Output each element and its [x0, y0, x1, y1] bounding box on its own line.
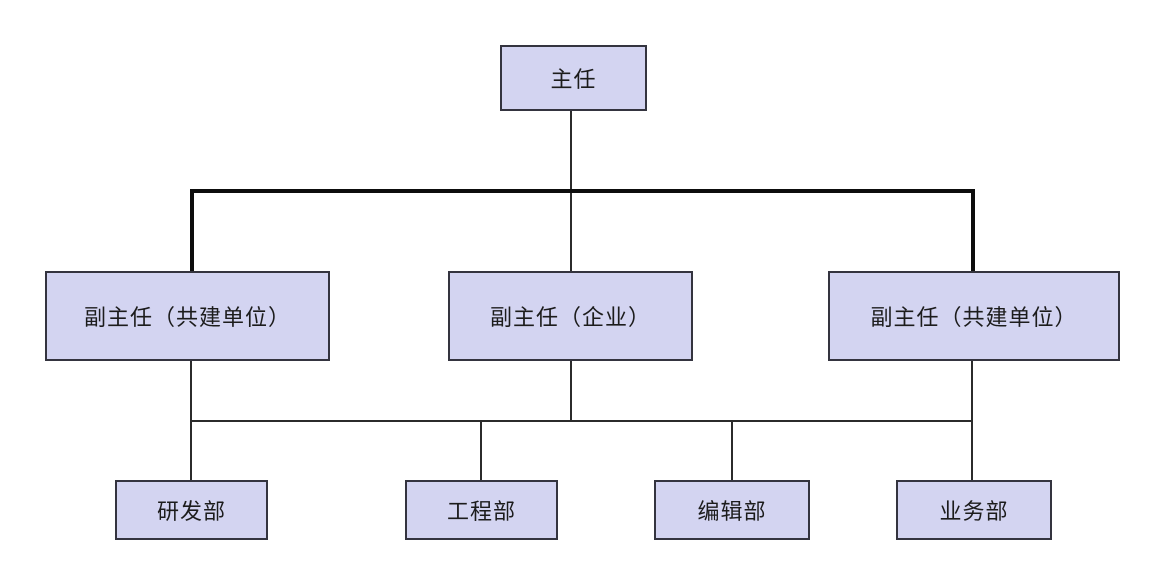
connector-left-deputy-drop: [190, 189, 194, 272]
org-node-deputy-left: 副主任（共建单位）: [45, 271, 330, 361]
connector-engineering-drop: [480, 421, 482, 481]
org-node-dept-editorial: 编辑部: [654, 480, 810, 540]
org-node-deputy-right: 副主任（共建单位）: [828, 271, 1120, 361]
org-node-dept-engineering: 工程部: [405, 480, 558, 540]
org-node-dept-rd: 研发部: [115, 480, 268, 540]
org-node-deputy-middle: 副主任（企业）: [448, 271, 693, 361]
connector-bottom-rail: [190, 420, 973, 422]
org-node-dept-business: 业务部: [896, 480, 1052, 540]
connector-editorial-drop: [731, 421, 733, 481]
connector-right-deputy-drop: [971, 189, 975, 272]
connector-top-rail: [190, 189, 975, 193]
org-node-director: 主任: [500, 45, 647, 111]
connector-middle-branch-drop: [570, 361, 572, 422]
